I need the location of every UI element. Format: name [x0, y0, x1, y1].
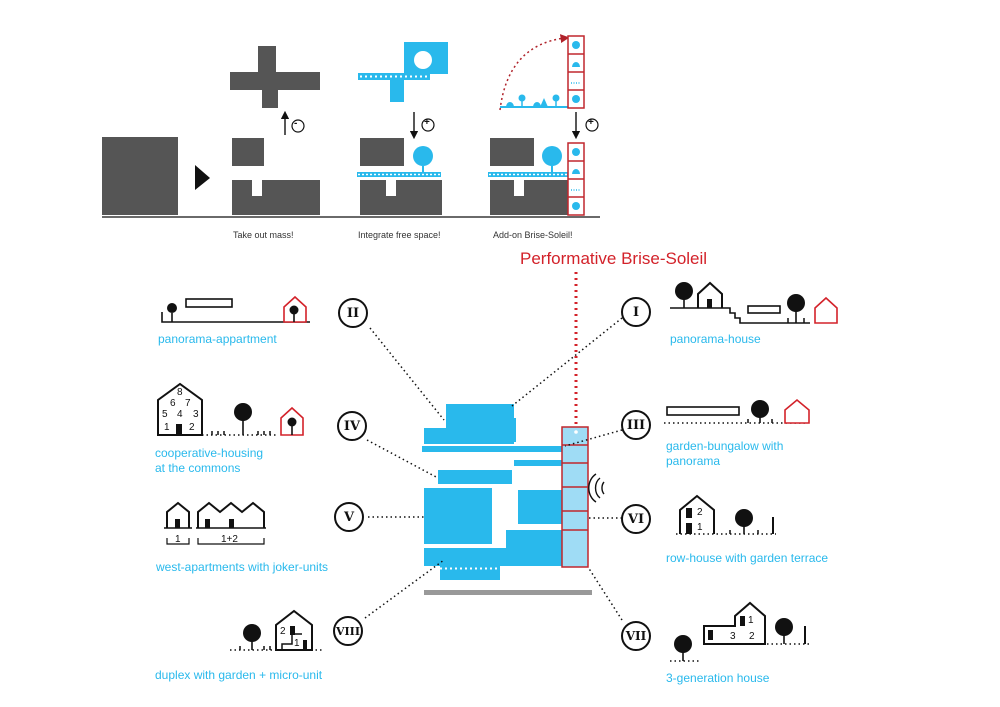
coop-floor-1: 1: [164, 422, 170, 433]
joker-label-1: 1: [175, 534, 181, 545]
unit-numeral-i: I: [621, 297, 651, 327]
gen-house-label-1: 1: [748, 615, 754, 626]
coop-floor-8: 8: [177, 387, 183, 398]
unit-label-west-apartments: west-apartments with joker-units: [156, 560, 329, 574]
unit-label-panorama-house: panorama-house: [670, 332, 761, 346]
unit-label-3-generation-house: 3-generation house: [666, 671, 770, 685]
unit-numeral-iii: III: [621, 410, 651, 440]
step-label-addon: Add-on Brise-Soleil!: [493, 230, 573, 240]
icon-row-house: [676, 494, 776, 535]
row-house-label-1: 1: [697, 522, 703, 533]
plus-symbol-integrate: +: [424, 117, 430, 128]
icon-garden-bungalow: [664, 398, 810, 424]
building-ground: [424, 590, 592, 595]
icon-cooperative-housing: [157, 382, 304, 436]
plus-symbol-addon: +: [588, 117, 594, 128]
row-house-label-2: 2: [697, 507, 703, 518]
section-title-brise-soleil: Performative Brise-Soleil: [520, 249, 708, 268]
process-triangle: [195, 165, 210, 190]
duplex-label-2: 2: [280, 626, 286, 637]
unit-label-panorama-appartment: panorama-appartment: [158, 332, 277, 346]
step-integrate: [357, 42, 448, 215]
coop-floor-2: 2: [189, 422, 195, 433]
unit-numeral-iv: IV: [337, 411, 367, 441]
step-addon: [488, 34, 599, 216]
unit-label-cooperative-housing: cooperative-housing at the commons: [155, 446, 264, 475]
icon-panorama-house: [670, 281, 838, 324]
coop-floor-5: 5: [162, 409, 168, 420]
unit-numeral-vii: VII: [621, 621, 651, 651]
minus-symbol: -: [294, 118, 298, 129]
unit-numeral-viii: VIII: [333, 616, 363, 646]
step-take-out: [230, 46, 320, 215]
icon-west-apartments: [164, 501, 266, 545]
coop-floor-7: 7: [185, 398, 191, 409]
icon-3-generation-house: [670, 601, 812, 662]
duplex-label-1: 1: [294, 638, 300, 649]
step-label-integrate: Integrate free space!: [358, 230, 441, 240]
gen-house-label-2: 2: [749, 631, 755, 642]
icon-panorama-appartment: [161, 295, 310, 323]
unit-label-duplex: duplex with garden + micro-unit: [155, 668, 323, 682]
unit-numeral-v: V: [334, 502, 364, 532]
joker-label-1-2: 1+2: [221, 534, 238, 545]
icon-duplex: [230, 609, 322, 651]
step-label-take-out: Take out mass!: [233, 230, 294, 240]
coop-floor-3: 3: [193, 409, 199, 420]
gen-house-label-3: 3: [730, 631, 736, 642]
leader-lines: [364, 317, 623, 621]
initial-mass-block: [102, 137, 178, 215]
central-building: [422, 404, 605, 595]
unit-label-row-house: row-house with garden terrace: [666, 551, 829, 565]
unit-numeral-ii: II: [338, 298, 368, 328]
process-diagram: [102, 34, 600, 218]
coop-floor-6: 6: [170, 398, 176, 409]
unit-label-garden-bungalow: garden-bungalow with panorama: [666, 439, 784, 468]
unit-numeral-vi: VI: [621, 504, 651, 534]
coop-floor-4: 4: [177, 409, 183, 420]
